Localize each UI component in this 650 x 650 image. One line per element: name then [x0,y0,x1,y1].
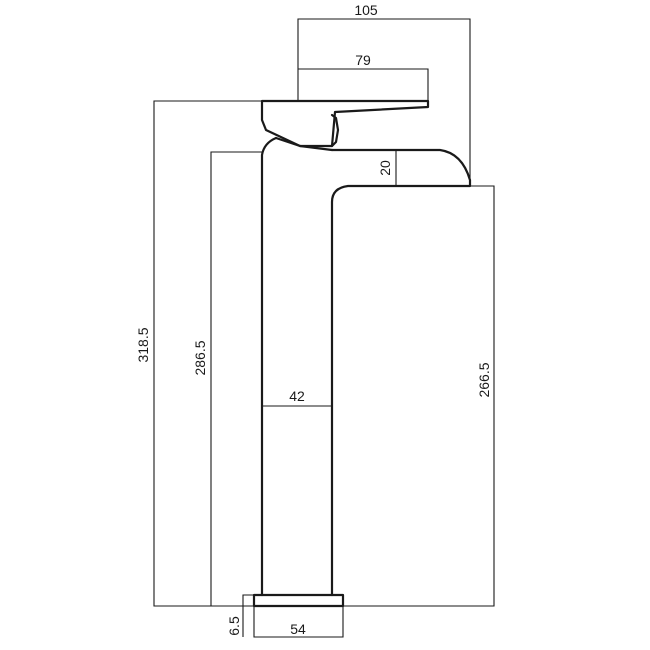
dim-54-line [253,606,344,638]
body-column [260,136,278,597]
handle-knob [330,113,340,148]
lever-handle [260,99,430,148]
dim-318-5-line [153,100,262,607]
cartridge-joint [274,136,334,152]
dim-286-5-line [210,151,262,606]
dimension-lines [153,18,495,638]
label-6-5: 6.5 [226,616,242,636]
dim-79-line [298,68,429,101]
label-286-5: 286.5 [192,340,208,375]
faucet-outline [252,99,472,608]
body-spout-side [330,148,472,597]
label-20: 20 [377,160,393,176]
label-79: 79 [355,52,371,68]
dimension-labels: 105 79 20 318.5 286.5 42 266.5 6.5 54 [135,2,492,637]
label-105: 105 [354,2,378,18]
base-plate [252,593,345,608]
label-318-5: 318.5 [135,327,151,362]
dim-105-line [297,18,471,186]
dim-266-5-line [343,185,495,607]
dim-6-5-line [242,594,254,637]
label-54: 54 [290,621,306,637]
label-42: 42 [289,388,305,404]
label-266-5: 266.5 [476,362,492,397]
